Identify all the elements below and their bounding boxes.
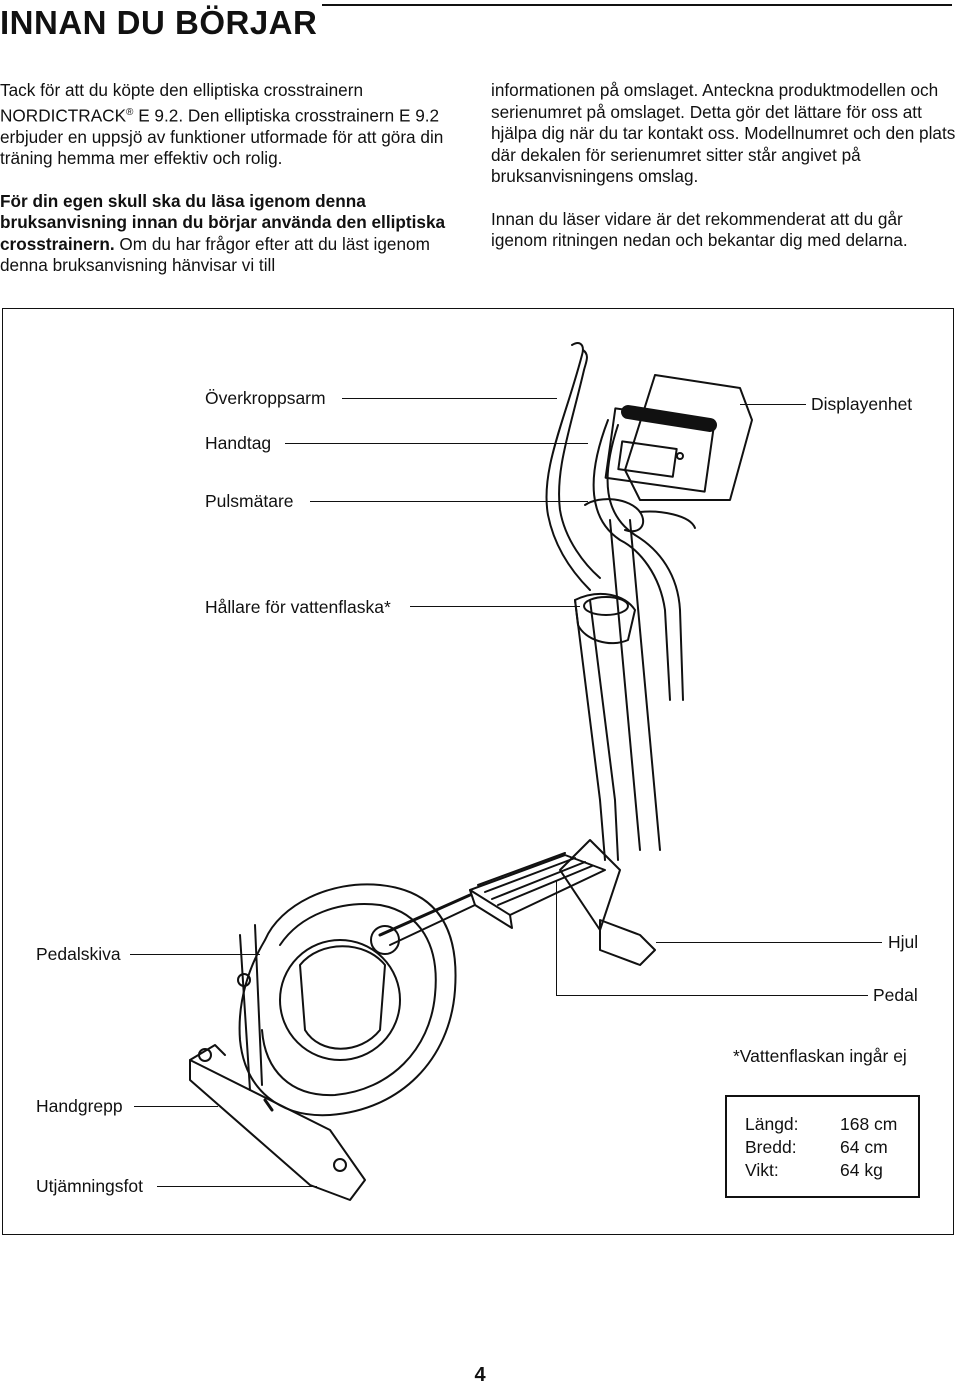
leader-leveler [157,1186,317,1188]
spec-value: 168 cm [840,1114,898,1134]
leader-crank-disc [130,954,260,956]
specifications-box: Längd: 168 cm Bredd: 64 cm Vikt: 64 kg [725,1095,920,1198]
pedal [469,854,606,916]
leader-pulse [310,501,588,503]
title-rule [322,4,952,6]
bottle-holder [574,592,636,645]
label-leveler: Utjämningsfot [36,1176,143,1196]
console-screen [617,440,678,478]
spec-row-weight: Vikt: 64 kg [745,1159,883,1182]
bottle-note: *Vattenflaskan ingår ej [733,1046,907,1066]
page-number: 4 [474,1364,486,1386]
intro-right-column: informationen på omslaget. Anteckna prod… [491,80,956,273]
leader-handgrip [134,1106,218,1108]
intro-paragraph-4: Innan du läser vidare är det rekommender… [491,208,908,251]
intro-paragraph-3: informationen på omslaget. Anteckna prod… [491,80,956,186]
leader-upper-arm [342,398,557,400]
label-handgrip: Handgrepp [36,1096,123,1116]
intro-p1-start: Tack för att du köpte den elliptiska cro… [0,80,364,126]
label-bottle-holder: Hållare för vattenflaska* [205,597,391,617]
leader-wheel [656,942,882,944]
leader-handle [285,443,588,445]
spec-label: Längd: [745,1114,799,1134]
page-title: INNAN DU BÖRJAR [0,4,318,41]
console [624,374,753,501]
spec-value: 64 kg [840,1160,883,1180]
flywheel-housing [238,883,457,1117]
leveler-right [333,1158,347,1172]
right-upper-arm [592,419,671,701]
spec-row-length: Längd: 168 cm [745,1113,897,1136]
crank-disc [279,939,401,1061]
leader-display [740,404,806,406]
intro-left-column: Tack för att du köpte den elliptiska cro… [0,80,455,298]
label-upper-arm: Överkroppsarm [205,388,326,408]
leader-pedal [556,995,868,997]
intro-p1-end: E 9.2. Den elliptiska crosstrainern E 9.… [0,105,444,169]
stationary-handle [584,498,645,533]
intro-paragraph-2: För din egen skull ska du läsa igenom de… [0,191,455,277]
label-display: Displayenhet [811,394,913,414]
front-stabilizer [599,919,656,966]
leader-bottle-holder [410,606,580,608]
diagram-frame [2,308,954,1235]
label-pedal: Pedal [873,985,918,1005]
intro-p2-rest: Om du har frågor efter att du läst igeno… [0,233,430,276]
registered-mark: ® [126,106,134,118]
label-handle: Handtag [205,433,272,453]
spec-label: Bredd: [745,1137,797,1157]
label-crank-disc: Pedalskiva [36,944,121,964]
spec-row-width: Bredd: 64 cm [745,1136,888,1159]
leveler-left [198,1048,212,1062]
spec-value: 64 cm [840,1137,888,1157]
main-mast [609,519,641,851]
label-pulse: Pulsmätare [205,491,294,511]
leader-pedal-vertical [556,880,558,995]
rear-stabilizer [189,1059,366,1201]
label-wheel: Hjul [888,932,919,952]
intro-paragraph-1: Tack för att du köpte den elliptiska cro… [0,80,455,170]
left-upper-arm [545,342,591,591]
intro-p2-bold: För din egen skull ska du läsa igenom de… [0,190,446,254]
spec-label: Vikt: [745,1160,779,1180]
